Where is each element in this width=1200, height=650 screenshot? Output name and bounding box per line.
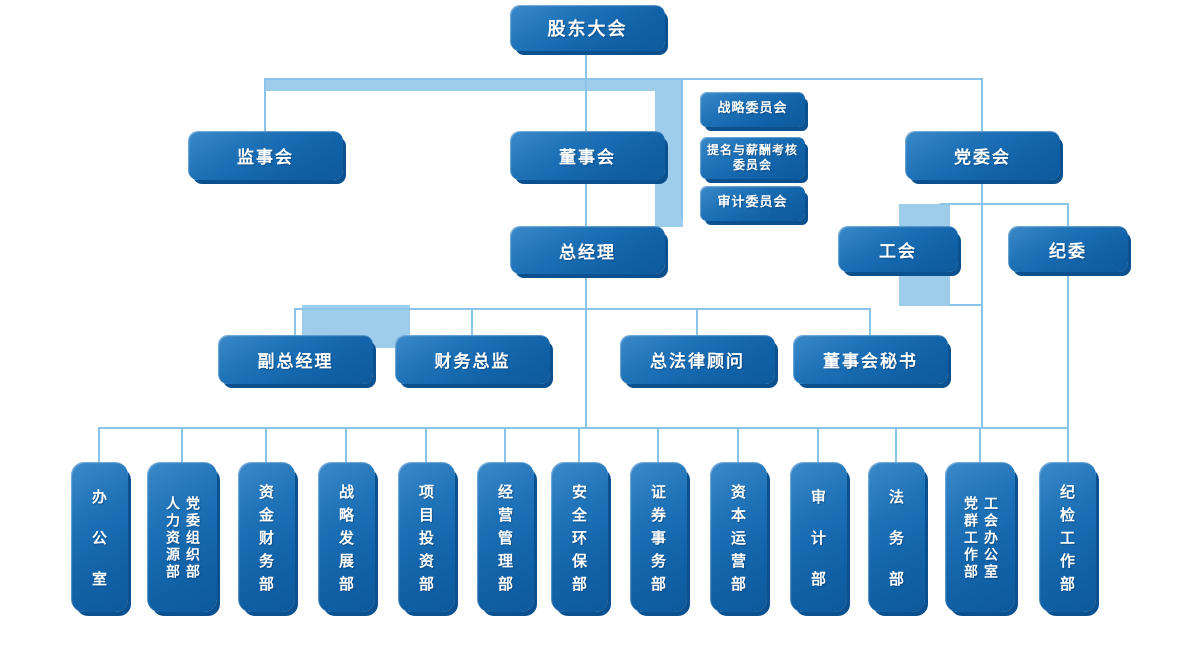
node-dept-securities-affairs: 证券事务部	[630, 462, 687, 612]
node-cfo: 财务总监	[395, 335, 550, 384]
node-board-of-directors: 董事会	[510, 131, 665, 180]
node-label: 委员会	[732, 158, 772, 172]
connector-line	[895, 427, 897, 462]
connector-line	[294, 308, 296, 335]
node-labor-union: 工会	[838, 226, 958, 272]
node-label: 办公室	[90, 488, 108, 612]
node-label: 项目投资部	[417, 483, 435, 599]
node-label: 总法律顾问	[650, 352, 745, 372]
node-shareholders-meeting: 股东大会	[510, 5, 665, 51]
connector-line	[979, 427, 981, 462]
connector-line	[265, 78, 983, 80]
connector-line	[585, 51, 587, 79]
node-label: 审计委员会	[717, 195, 788, 211]
connector-line	[181, 427, 183, 462]
connector-line	[696, 308, 698, 335]
node-label: 监事会	[237, 148, 294, 168]
node-label: 股东大会	[547, 19, 628, 40]
node-board-secretary: 董事会秘书	[793, 335, 948, 384]
node-dept-capital-operations: 资本运营部	[710, 462, 767, 612]
connector-line	[1067, 203, 1069, 226]
node-label: 财务总监	[434, 352, 511, 372]
node-label: 党委组织部	[184, 496, 200, 581]
connector-line	[98, 427, 100, 462]
node-dept-discipline-inspection: 纪检工作部	[1039, 462, 1096, 612]
node-general-manager: 总经理	[510, 226, 665, 274]
node-label: 战略发展部	[337, 483, 355, 599]
node-label: 经营管理部	[496, 483, 514, 599]
node-dept-party-org-hr: 党委组织部 人力资源部	[147, 462, 217, 612]
node-dept-project-investment: 项目投资部	[398, 462, 455, 612]
connector-line	[940, 203, 1068, 205]
node-audit-committee: 审计委员会	[700, 186, 805, 221]
node-dept-strategy-development: 战略发展部	[318, 462, 375, 612]
connector-line-party-trunk	[981, 180, 983, 428]
node-label: 工会	[879, 241, 917, 262]
node-dept-operations-management: 经营管理部	[477, 462, 534, 612]
connector-line	[817, 427, 819, 462]
connector-line	[264, 78, 266, 131]
connector-line	[265, 427, 267, 462]
node-strategy-committee: 战略委员会	[700, 92, 805, 127]
node-label: 法务部	[887, 488, 905, 612]
node-dept-office: 办公室	[71, 462, 128, 612]
connector-line	[869, 308, 871, 335]
node-deputy-general-manager: 副总经理	[218, 335, 373, 384]
connector-line	[585, 78, 587, 131]
connector-line-executive-rail	[295, 308, 871, 310]
node-dept-finance: 资金财务部	[238, 462, 295, 612]
connector-line	[585, 180, 587, 226]
connector-line	[737, 427, 739, 462]
node-label: 人力资源部	[164, 496, 180, 581]
connector-line	[949, 304, 982, 306]
node-dept-audit: 审计部	[790, 462, 847, 612]
node-label: 党群工作部	[962, 496, 978, 581]
node-label: 审计部	[809, 488, 827, 612]
connector-line-committee-rail	[681, 78, 683, 220]
connector-line	[504, 427, 506, 462]
connector-line	[578, 427, 580, 462]
node-dept-legal: 法务部	[868, 462, 925, 612]
node-nomination-remuneration-committee: 提名与薪酬考核 委员会	[700, 137, 805, 179]
node-label: 董事会秘书	[823, 352, 918, 372]
node-label: 安全环保部	[570, 483, 588, 599]
node-dept-union-office-party-mass: 工会办公室 党群工作部	[945, 462, 1015, 612]
node-supervisory-board: 监事会	[188, 131, 343, 180]
connector-line	[345, 427, 347, 462]
node-label: 战略委员会	[717, 101, 788, 117]
connector-line	[981, 78, 983, 131]
node-label: 证券事务部	[649, 483, 667, 599]
node-label: 资本运营部	[729, 483, 747, 599]
node-party-committee: 党委会	[905, 131, 1060, 180]
node-label: 资金财务部	[257, 483, 275, 599]
node-label: 副总经理	[257, 352, 334, 372]
node-label: 董事会	[559, 148, 616, 168]
connector-line-gm-trunk	[585, 274, 587, 428]
node-label: 提名与薪酬考核	[706, 143, 798, 157]
node-label: 纪委	[1049, 241, 1087, 262]
node-label: 党委会	[954, 148, 1011, 168]
node-general-counsel: 总法律顾问	[620, 335, 775, 384]
connector-line-discipline	[1067, 272, 1069, 462]
connector-line	[425, 427, 427, 462]
connector-band-top	[265, 78, 683, 91]
connector-line-department-rail	[99, 427, 1069, 429]
node-label: 纪检工作部	[1058, 483, 1076, 599]
node-label: 工会办公室	[982, 496, 998, 581]
node-discipline-committee: 纪委	[1008, 226, 1128, 272]
connector-line	[471, 308, 473, 335]
connector-line	[657, 427, 659, 462]
node-dept-safety-environment: 安全环保部	[551, 462, 608, 612]
node-label: 总经理	[559, 242, 616, 263]
